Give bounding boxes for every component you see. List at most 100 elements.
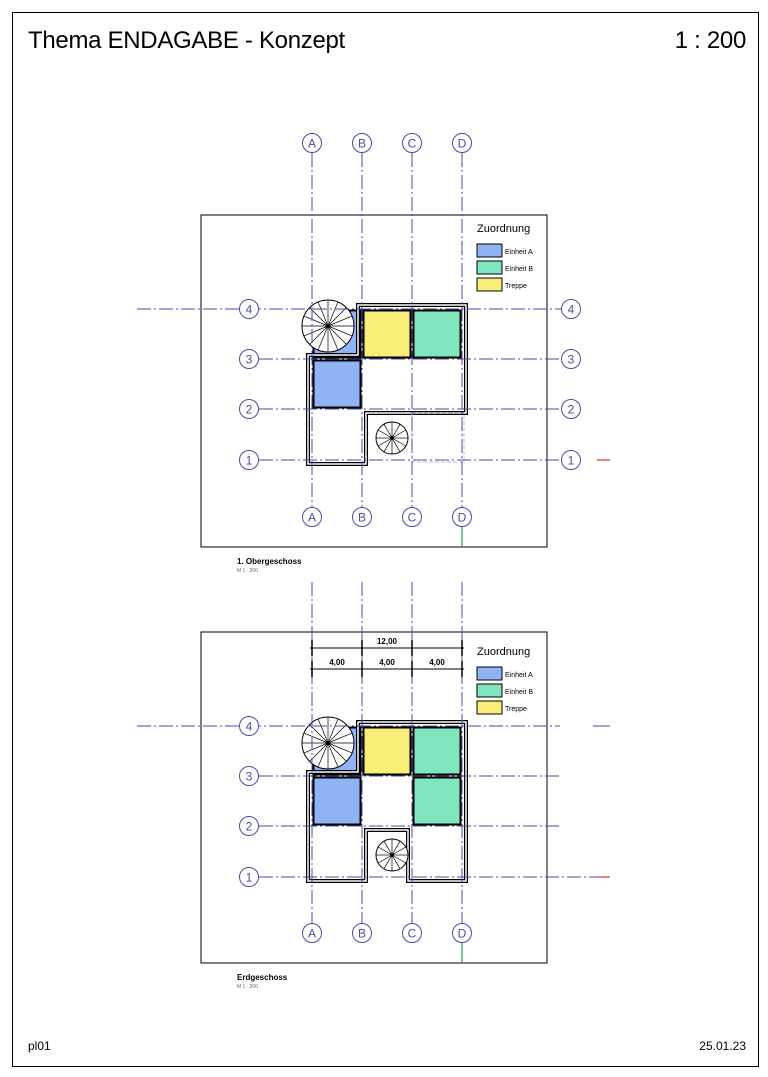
grid-bubble-left-2: 2 xyxy=(239,399,259,419)
grid-bubble-right-1: 1 xyxy=(561,450,581,470)
grid-bubble-circle xyxy=(239,816,259,836)
stair-tread xyxy=(391,840,401,856)
view-title: 1. Obergeschoss xyxy=(237,557,302,566)
grid-bubble-left-4: 4 xyxy=(239,716,259,736)
stair-tread xyxy=(303,742,329,754)
grid-bubble-label: 2 xyxy=(568,403,575,417)
stair-tread xyxy=(377,429,393,439)
legend-label: Einheit A xyxy=(505,249,533,256)
grid-bubble-label: A xyxy=(308,927,316,941)
legend-label: Einheit B xyxy=(505,266,533,273)
legend-label: Einheit B xyxy=(505,689,533,696)
stair-tread xyxy=(327,732,353,744)
stair-tread xyxy=(391,429,407,439)
grid-bubble-circle xyxy=(239,349,259,369)
grid-bubble-bottom-D: D xyxy=(452,923,472,943)
grid-bubble-bottom-D: D xyxy=(452,507,472,527)
spiral-stair-small-icon xyxy=(375,838,409,872)
grid-bubble-left-2: 2 xyxy=(239,816,259,836)
stair-tread xyxy=(327,742,339,768)
grid-bubble-label: 3 xyxy=(246,353,253,367)
grid-bubble-circle xyxy=(239,766,259,786)
stair-tread xyxy=(391,437,407,447)
grid-bubble-label: 1 xyxy=(568,454,575,468)
stair-center xyxy=(390,436,394,440)
grid-bubble-bottom-A: A xyxy=(302,923,322,943)
grid-bubble-circle xyxy=(302,133,322,153)
sheet-date: 25.01.23 xyxy=(699,1039,746,1053)
legend-title: Zuordnung xyxy=(477,646,530,658)
exterior-wall-core xyxy=(307,304,467,465)
grid-bubble-right-2: 2 xyxy=(561,399,581,419)
stair-tread xyxy=(317,718,329,744)
stair-tread xyxy=(391,846,407,856)
grid-bubble-top-C: C xyxy=(402,133,422,153)
stair-tread xyxy=(327,325,347,345)
viewport-frame xyxy=(200,631,548,964)
grid-bubble-bottom-B: B xyxy=(352,507,372,527)
room-stair xyxy=(362,309,412,359)
sheet-title: Thema ENDAGABE - Konzept xyxy=(28,27,345,54)
legend-label: Einheit A xyxy=(505,672,533,679)
grid-bubble-circle xyxy=(302,923,322,943)
grid-bubble-circle xyxy=(402,507,422,527)
stair-tread xyxy=(377,437,393,447)
grid-bubble-label: B xyxy=(358,927,366,941)
grid-bubble-top-A: A xyxy=(302,133,322,153)
view-scale: M 1 : 200 xyxy=(237,568,258,574)
grid-bubble-circle xyxy=(561,299,581,319)
grid-bubble-label: 4 xyxy=(568,303,575,317)
stair-tread xyxy=(317,325,329,351)
stair-tread xyxy=(327,315,353,327)
stair-tread xyxy=(391,854,407,864)
stair-tread xyxy=(383,423,393,439)
stair-tread xyxy=(309,325,329,345)
grid-bubble-circle xyxy=(561,399,581,419)
grid-bubble-label: D xyxy=(458,511,467,525)
grid-bubble-circle xyxy=(352,507,372,527)
stair-tread xyxy=(309,307,329,327)
grid-bubble-label: D xyxy=(458,927,467,941)
grid-bubble-circle xyxy=(561,349,581,369)
grid-bubble-left-4: 4 xyxy=(239,299,259,319)
spiral-stair-large-icon xyxy=(301,716,355,770)
grid-bubble-label: 4 xyxy=(246,303,253,317)
stair-center xyxy=(390,853,394,857)
grid-bubble-label: 1 xyxy=(246,454,253,468)
grid-bubble-circle xyxy=(352,923,372,943)
legend-swatch xyxy=(476,666,503,681)
stair-tread xyxy=(391,854,401,870)
grid-bubble-label: 2 xyxy=(246,820,253,834)
stair-tread xyxy=(303,732,329,744)
grid-bubble-bottom-B: B xyxy=(352,923,372,943)
grid-bubble-circle xyxy=(239,399,259,419)
stair-tread xyxy=(327,301,339,327)
dimension-segment: 4,00 xyxy=(429,658,445,667)
grid-bubble-left-3: 3 xyxy=(239,349,259,369)
grid-bubble-left-1: 1 xyxy=(239,450,259,470)
stair-center xyxy=(326,741,330,745)
stair-tread xyxy=(383,840,393,856)
grid-bubble-label: 4 xyxy=(246,720,253,734)
grid-bubble-bottom-A: A xyxy=(302,507,322,527)
stair-tread xyxy=(327,742,353,754)
grid-bubble-circle xyxy=(452,923,472,943)
grid-bubble-label: 3 xyxy=(246,770,253,784)
legend-swatch xyxy=(476,277,503,292)
stair-tread xyxy=(303,325,329,337)
legend-swatch xyxy=(476,683,503,698)
sheet-id: pl01 xyxy=(28,1039,51,1053)
room-unit-b xyxy=(412,309,462,359)
grid-bubble-circle xyxy=(561,450,581,470)
spiral-stair-small-icon xyxy=(375,421,409,455)
room-unit-b xyxy=(412,776,462,826)
grid-bubble-circle xyxy=(239,299,259,319)
grid-bubble-circle xyxy=(239,867,259,887)
stair-tread xyxy=(327,742,347,762)
grid-bubble-circle xyxy=(452,507,472,527)
stair-center xyxy=(326,324,330,328)
view-title: Erdgeschoss xyxy=(237,973,288,982)
grid-bubble-bottom-C: C xyxy=(402,923,422,943)
sheet-scale: 1 : 200 xyxy=(674,27,747,54)
